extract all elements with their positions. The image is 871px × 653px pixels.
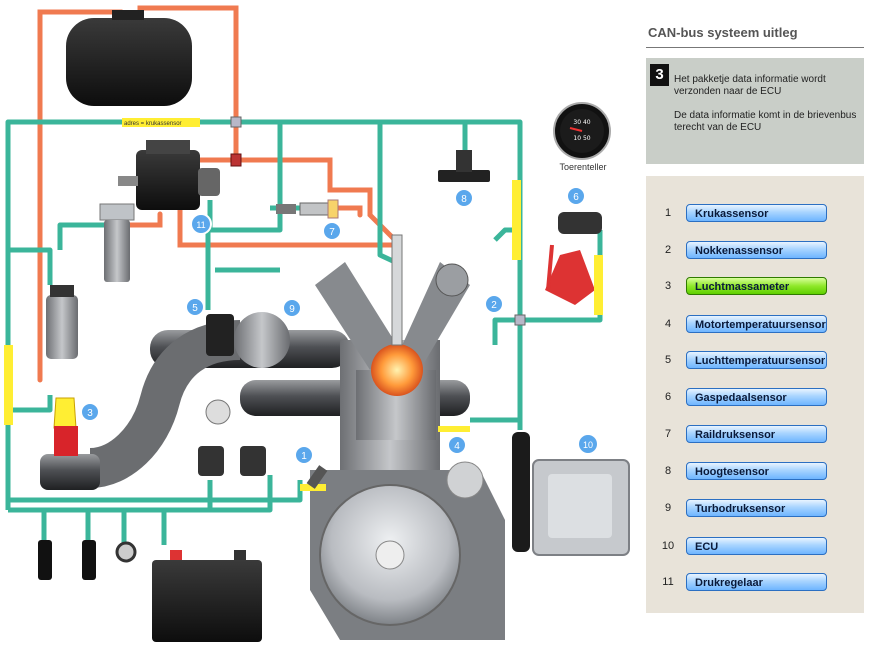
list-item: 9 Turbodruksensor	[646, 499, 864, 519]
svg-text:7: 7	[329, 227, 335, 238]
crank-sensor	[300, 465, 328, 491]
list-item: 8 Hoogtesensor	[646, 462, 864, 482]
item-number: 4	[664, 318, 672, 330]
packet-label: adres = krukassensor	[124, 121, 182, 127]
side-panel: CAN-bus systeem uitleg 3 Het pakketje da…	[636, 0, 871, 648]
marker-3: 3	[80, 402, 100, 422]
component-list: 1 Krukassensor 2 Nokkenassensor 3 Luchtm…	[646, 176, 864, 613]
svg-text:9: 9	[289, 304, 295, 315]
rail-pressure-sensor	[276, 199, 339, 219]
item-number: 9	[664, 502, 672, 514]
item-number: 7	[664, 428, 672, 440]
item-number: 1	[664, 207, 672, 219]
diagram-svg: 30 40 10 50 Toerenteller	[4, 5, 630, 642]
height-sensor	[438, 150, 490, 182]
list-item: 2 Nokkenassensor	[646, 241, 864, 261]
svg-text:1: 1	[301, 451, 307, 462]
item-number: 8	[664, 465, 672, 477]
marker-1: 1	[294, 445, 314, 465]
marker-11: 11	[190, 213, 212, 235]
item-number: 2	[664, 244, 672, 256]
engine-block	[310, 234, 505, 640]
hoogtesensor-button[interactable]: Hoogtesensor	[686, 462, 827, 480]
battery	[152, 550, 262, 642]
luchtmassameter-button[interactable]: Luchtmassameter	[686, 277, 827, 295]
gaspedaalsensor-button[interactable]: Gaspedaalsensor	[686, 388, 827, 406]
svg-text:4: 4	[454, 441, 460, 452]
svg-text:10: 10	[583, 440, 593, 450]
ecu-button[interactable]: ECU	[686, 537, 827, 555]
list-item: 7 Raildruksensor	[646, 425, 864, 445]
title-divider	[646, 47, 864, 48]
turbodruksensor-button[interactable]: Turbodruksensor	[686, 499, 827, 517]
fuel-tank	[66, 18, 192, 106]
step-number: 3	[650, 64, 669, 86]
svg-text:3: 3	[87, 408, 93, 419]
item-number: 6	[664, 391, 672, 403]
tachometer-label: Toerenteller	[559, 162, 606, 172]
bus-junctions	[230, 116, 526, 326]
list-item: 3 Luchtmassameter	[646, 277, 864, 297]
list-item: 4 Motortemperatuursensor	[646, 315, 864, 335]
svg-text:11: 11	[196, 220, 205, 230]
engine-diagram: 30 40 10 50 Toerenteller	[4, 5, 630, 642]
item-number: 11	[662, 576, 674, 588]
item-number: 5	[664, 354, 672, 366]
connectors	[38, 540, 137, 580]
accelerator-pedal	[545, 212, 602, 305]
raildruksensor-button[interactable]: Raildruksensor	[686, 425, 827, 443]
diagram-markers: 1 2 3 4 5 6 7 8 9 10 11	[80, 186, 599, 465]
nokkenassensor-button[interactable]: Nokkenassensor	[686, 241, 827, 259]
fuel-filter	[99, 203, 135, 282]
info-box: 3 Het pakketje data informatie wordt ver…	[646, 58, 864, 164]
svg-text:30 40: 30 40	[573, 119, 590, 126]
svg-text:8: 8	[461, 194, 467, 205]
list-item: 1 Krukassensor	[646, 204, 864, 224]
fuel-canister	[46, 295, 78, 359]
drukregelaar-button[interactable]: Drukregelaar	[686, 573, 827, 591]
item-number: 3	[664, 280, 672, 292]
marker-5: 5	[185, 297, 205, 317]
list-item: 10 ECU	[646, 537, 864, 557]
wire-label-strips: adres = krukassensor	[4, 118, 603, 425]
marker-6: 6	[566, 186, 586, 206]
panel-title: CAN-bus systeem uitleg	[648, 25, 798, 40]
marker-7: 7	[322, 221, 342, 241]
list-item: 6 Gaspedaalsensor	[646, 388, 864, 408]
marker-4: 4	[447, 435, 467, 455]
ecu-unit	[512, 432, 630, 556]
svg-text:2: 2	[491, 300, 497, 311]
high-pressure-pump	[118, 140, 220, 210]
motortemperatuursensor-button[interactable]: Motortemperatuursensor	[686, 315, 827, 333]
svg-text:5: 5	[192, 303, 198, 314]
info-text-line2: De data informatie komt in de brievenbus…	[674, 110, 857, 133]
marker-10: 10	[577, 433, 599, 455]
air-mass-meter	[53, 397, 78, 456]
marker-9: 9	[282, 298, 302, 318]
info-text-line1: Het pakketje data informatie wordt verzo…	[674, 74, 826, 97]
krukassensor-button[interactable]: Krukassensor	[686, 204, 827, 222]
list-item: 11 Drukregelaar	[646, 573, 864, 593]
marker-8: 8	[454, 188, 474, 208]
item-number: 10	[661, 540, 675, 552]
coolant-wire-label	[438, 426, 470, 432]
tachometer: 30 40 10 50	[553, 102, 611, 160]
list-item: 5 Luchttemperatuursensor	[646, 351, 864, 371]
luchttemperatuursensor-button[interactable]: Luchttemperatuursensor	[686, 351, 827, 369]
marker-2: 2	[484, 294, 504, 314]
svg-text:10 50: 10 50	[573, 135, 590, 142]
svg-text:6: 6	[573, 192, 579, 203]
